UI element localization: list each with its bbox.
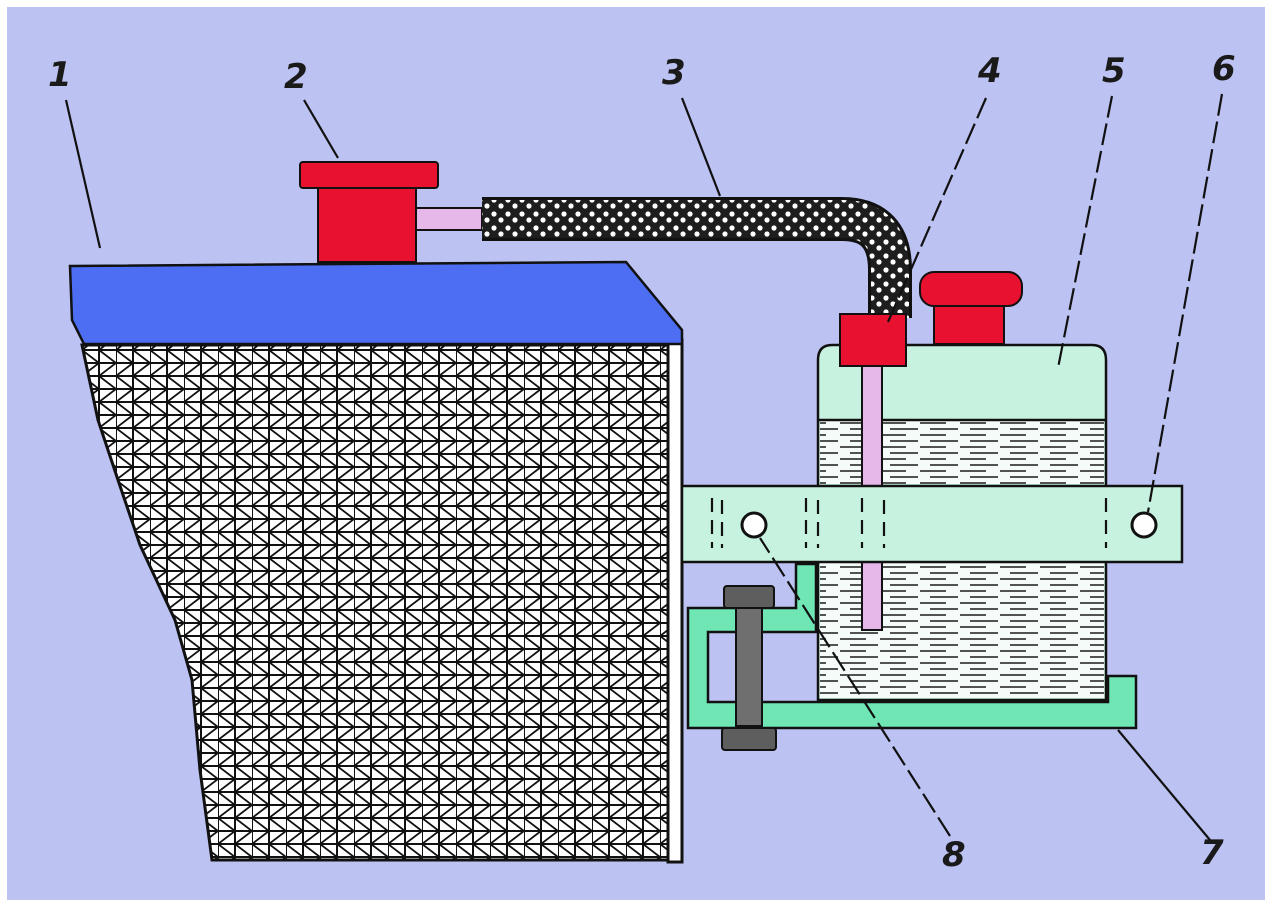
- strap-hole-left: [740, 511, 768, 539]
- leader-line-3: [680, 97, 722, 197]
- radiator-core-side: [666, 338, 684, 864]
- callout-2: 2: [284, 57, 308, 97]
- leader-line-7: [1117, 729, 1211, 841]
- leader-line-2: [303, 99, 339, 159]
- callout-3: 3: [662, 53, 686, 93]
- callout-6: 6: [1212, 49, 1236, 89]
- strap-band: [680, 484, 1184, 564]
- callout-5: 5: [1102, 51, 1126, 91]
- expansion-reservoir: [816, 271, 1108, 702]
- radiator-tank: [68, 260, 684, 864]
- mounting-strap: [680, 484, 1184, 564]
- bolt-head: [723, 585, 775, 609]
- leader-line-5: [1056, 95, 1114, 369]
- callout-8: 8: [942, 835, 966, 875]
- filler-cap-top: [299, 161, 439, 189]
- leader-lines: [64, 93, 1224, 841]
- bolt-nut: [721, 727, 777, 751]
- reservoir-cap-neck: [933, 301, 1005, 345]
- leader-line-1: [64, 99, 102, 249]
- mounting-bracket: [686, 562, 1138, 751]
- callout-1: 1: [48, 55, 72, 95]
- filler-cap-body: [317, 187, 417, 263]
- bracket-body: [686, 562, 1138, 730]
- callout-4: 4: [978, 51, 1002, 91]
- leader-line-8: [759, 537, 951, 837]
- reservoir-cap-top: [919, 271, 1023, 307]
- callout-7: 7: [1200, 833, 1224, 873]
- leader-line-4: [886, 97, 988, 323]
- radiator-top-tank: [68, 260, 684, 346]
- filler-cap: [299, 161, 483, 263]
- leader-line-6: [1146, 93, 1224, 513]
- reservoir-fitting: [839, 313, 907, 367]
- strap-hole-right: [1130, 511, 1158, 539]
- bolt-shank: [735, 597, 763, 727]
- filler-outlet-pipe: [415, 207, 483, 231]
- braided-hose-texture: [482, 200, 909, 318]
